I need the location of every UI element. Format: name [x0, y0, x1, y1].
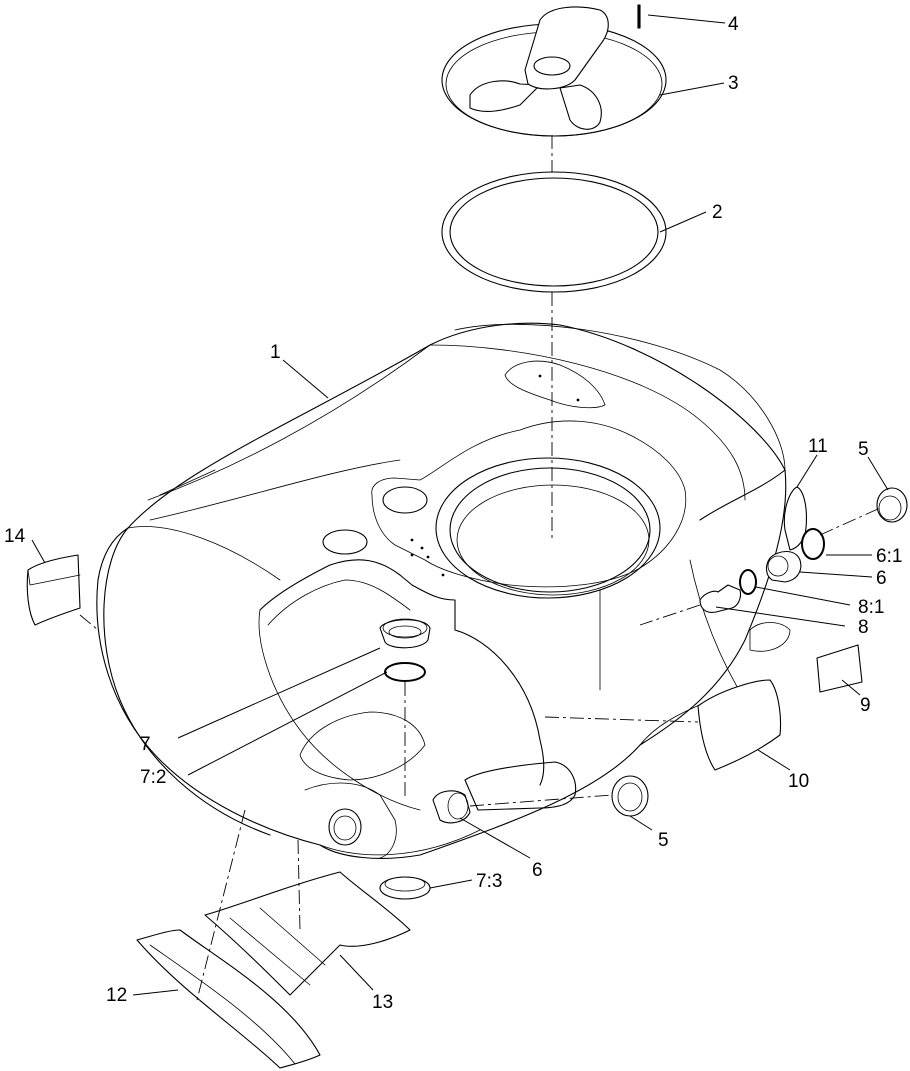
fitting-7[interactable]: [379, 618, 431, 649]
clip-14[interactable]: [26, 554, 81, 626]
label-4: 4: [728, 14, 739, 35]
lid-gasket[interactable]: [441, 171, 667, 293]
label-8: 8: [858, 617, 869, 638]
tank-lid[interactable]: [441, 6, 667, 137]
label-12: 12: [106, 985, 127, 1006]
label-8-1: 8:1: [858, 597, 884, 618]
label-6-right: 6: [876, 568, 887, 589]
label-5-right: 5: [858, 439, 869, 460]
guard-12[interactable]: [136, 929, 321, 1069]
o-ring-7-2[interactable]: [384, 662, 426, 682]
label-10: 10: [788, 771, 809, 792]
label-13: 13: [372, 992, 393, 1013]
plug-8[interactable]: [699, 584, 742, 613]
o-ring-8-1[interactable]: [739, 569, 757, 595]
label-3: 3: [728, 73, 739, 94]
label-1: 1: [270, 342, 281, 363]
label-6-front: 6: [532, 860, 543, 881]
tank-body[interactable]: [96, 322, 791, 859]
label-7-2: 7:2: [140, 767, 166, 788]
label-6-1: 6:1: [876, 546, 902, 567]
fitting-lower: [328, 808, 362, 846]
label-7: 7: [140, 734, 151, 755]
cap-5-right[interactable]: [876, 487, 908, 523]
cap-5-front[interactable]: [611, 775, 649, 817]
bracket[interactable]: [783, 486, 807, 551]
o-ring-6-1[interactable]: [801, 528, 825, 560]
label-11: 11: [808, 436, 828, 457]
label-14: 14: [4, 526, 26, 547]
fitting-6-front[interactable]: [432, 790, 471, 824]
label-5-front: 5: [658, 830, 669, 851]
label-7-3: 7:3: [476, 871, 502, 892]
ring-7-3[interactable]: [379, 876, 431, 900]
label-2: 2: [712, 202, 723, 223]
label-9: 9: [860, 695, 871, 716]
decal-9[interactable]: [816, 644, 863, 693]
guard-13[interactable]: [204, 871, 411, 996]
decal-10[interactable]: [697, 679, 782, 771]
lid-pin[interactable]: [637, 4, 641, 29]
fitting-6-right[interactable]: [765, 550, 802, 583]
